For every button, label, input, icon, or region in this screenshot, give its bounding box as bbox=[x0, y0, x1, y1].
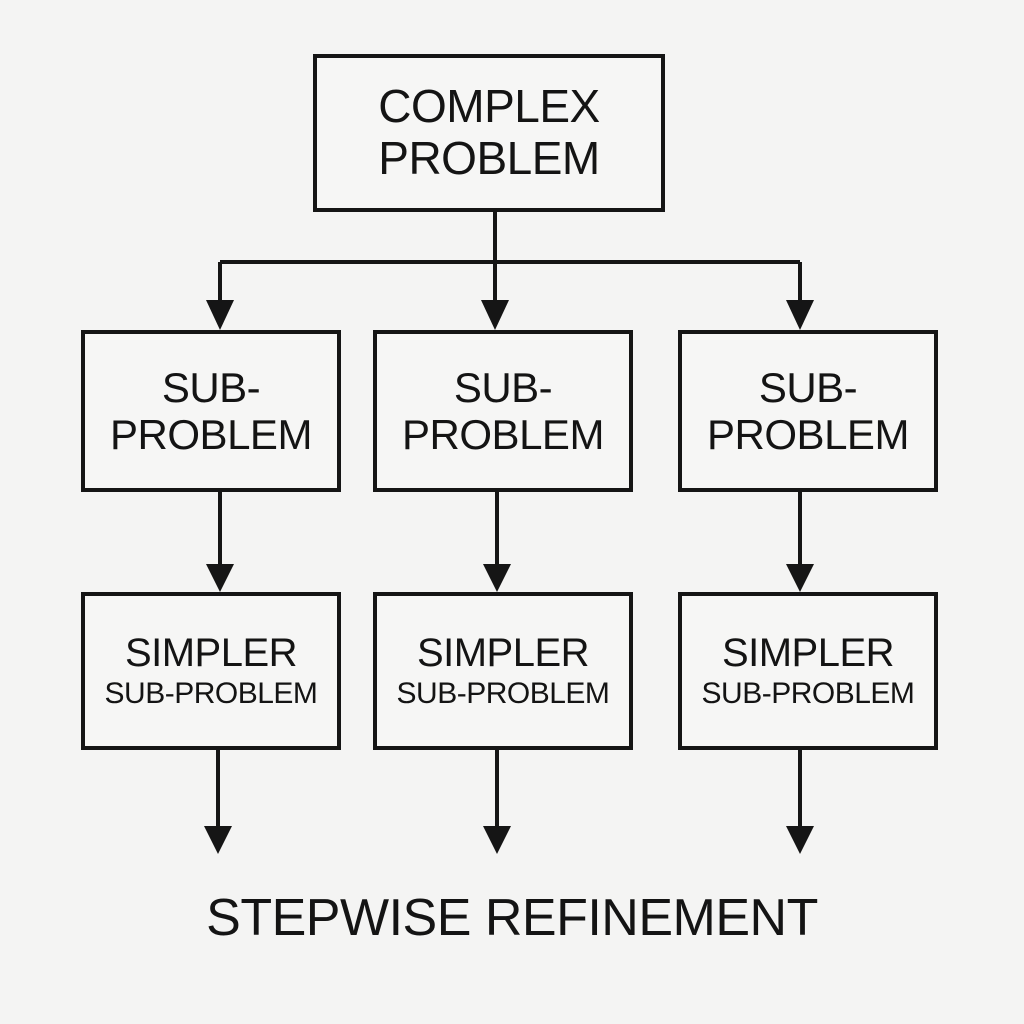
arrowhead-continue-1 bbox=[204, 826, 232, 854]
arrowhead-subproblem-2 bbox=[481, 300, 509, 330]
simpler-subproblem-3-line1: SIMPLER bbox=[721, 631, 895, 675]
arrowhead-continue-2 bbox=[483, 826, 511, 854]
simpler-subproblem-box-1: SIMPLER SUB-PROBLEM bbox=[81, 592, 341, 750]
arrowhead-simpler-2 bbox=[483, 564, 511, 592]
arrowhead-simpler-3 bbox=[786, 564, 814, 592]
arrowhead-continue-3 bbox=[786, 826, 814, 854]
complex-problem-line2: PROBLEM bbox=[378, 132, 600, 184]
subproblem-box-2: SUB- PROBLEM bbox=[373, 330, 633, 492]
subproblem-box-3: SUB- PROBLEM bbox=[678, 330, 938, 492]
subproblem-1-line2: PROBLEM bbox=[110, 411, 312, 458]
arrowhead-simpler-1 bbox=[206, 564, 234, 592]
arrowhead-subproblem-3 bbox=[786, 300, 814, 330]
subproblem-2-line2: PROBLEM bbox=[402, 411, 604, 458]
complex-problem-box: COMPLEX PROBLEM bbox=[313, 54, 665, 212]
diagram-caption: STEPWISE REFINEMENT bbox=[206, 889, 818, 947]
subproblem-box-1: SUB- PROBLEM bbox=[81, 330, 341, 492]
subproblem-3-line1: SUB- bbox=[758, 363, 858, 411]
complex-problem-line1: COMPLEX bbox=[378, 80, 600, 133]
simpler-subproblem-3-line2: SUB-PROBLEM bbox=[701, 677, 915, 710]
subproblem-2-line1: SUB- bbox=[453, 363, 553, 411]
simpler-subproblem-1-line2: SUB-PROBLEM bbox=[104, 677, 318, 710]
simpler-subproblem-2-line2: SUB-PROBLEM bbox=[396, 677, 610, 710]
simpler-subproblem-box-3: SIMPLER SUB-PROBLEM bbox=[678, 592, 938, 750]
simpler-subproblem-box-2: SIMPLER SUB-PROBLEM bbox=[373, 592, 633, 750]
subproblem-3-line2: PROBLEM bbox=[707, 411, 909, 458]
simpler-subproblem-1-line1: SIMPLER bbox=[124, 631, 298, 675]
subproblem-1-line1: SUB- bbox=[161, 363, 261, 411]
arrowhead-subproblem-1 bbox=[206, 300, 234, 330]
simpler-subproblem-2-line1: SIMPLER bbox=[416, 631, 590, 675]
